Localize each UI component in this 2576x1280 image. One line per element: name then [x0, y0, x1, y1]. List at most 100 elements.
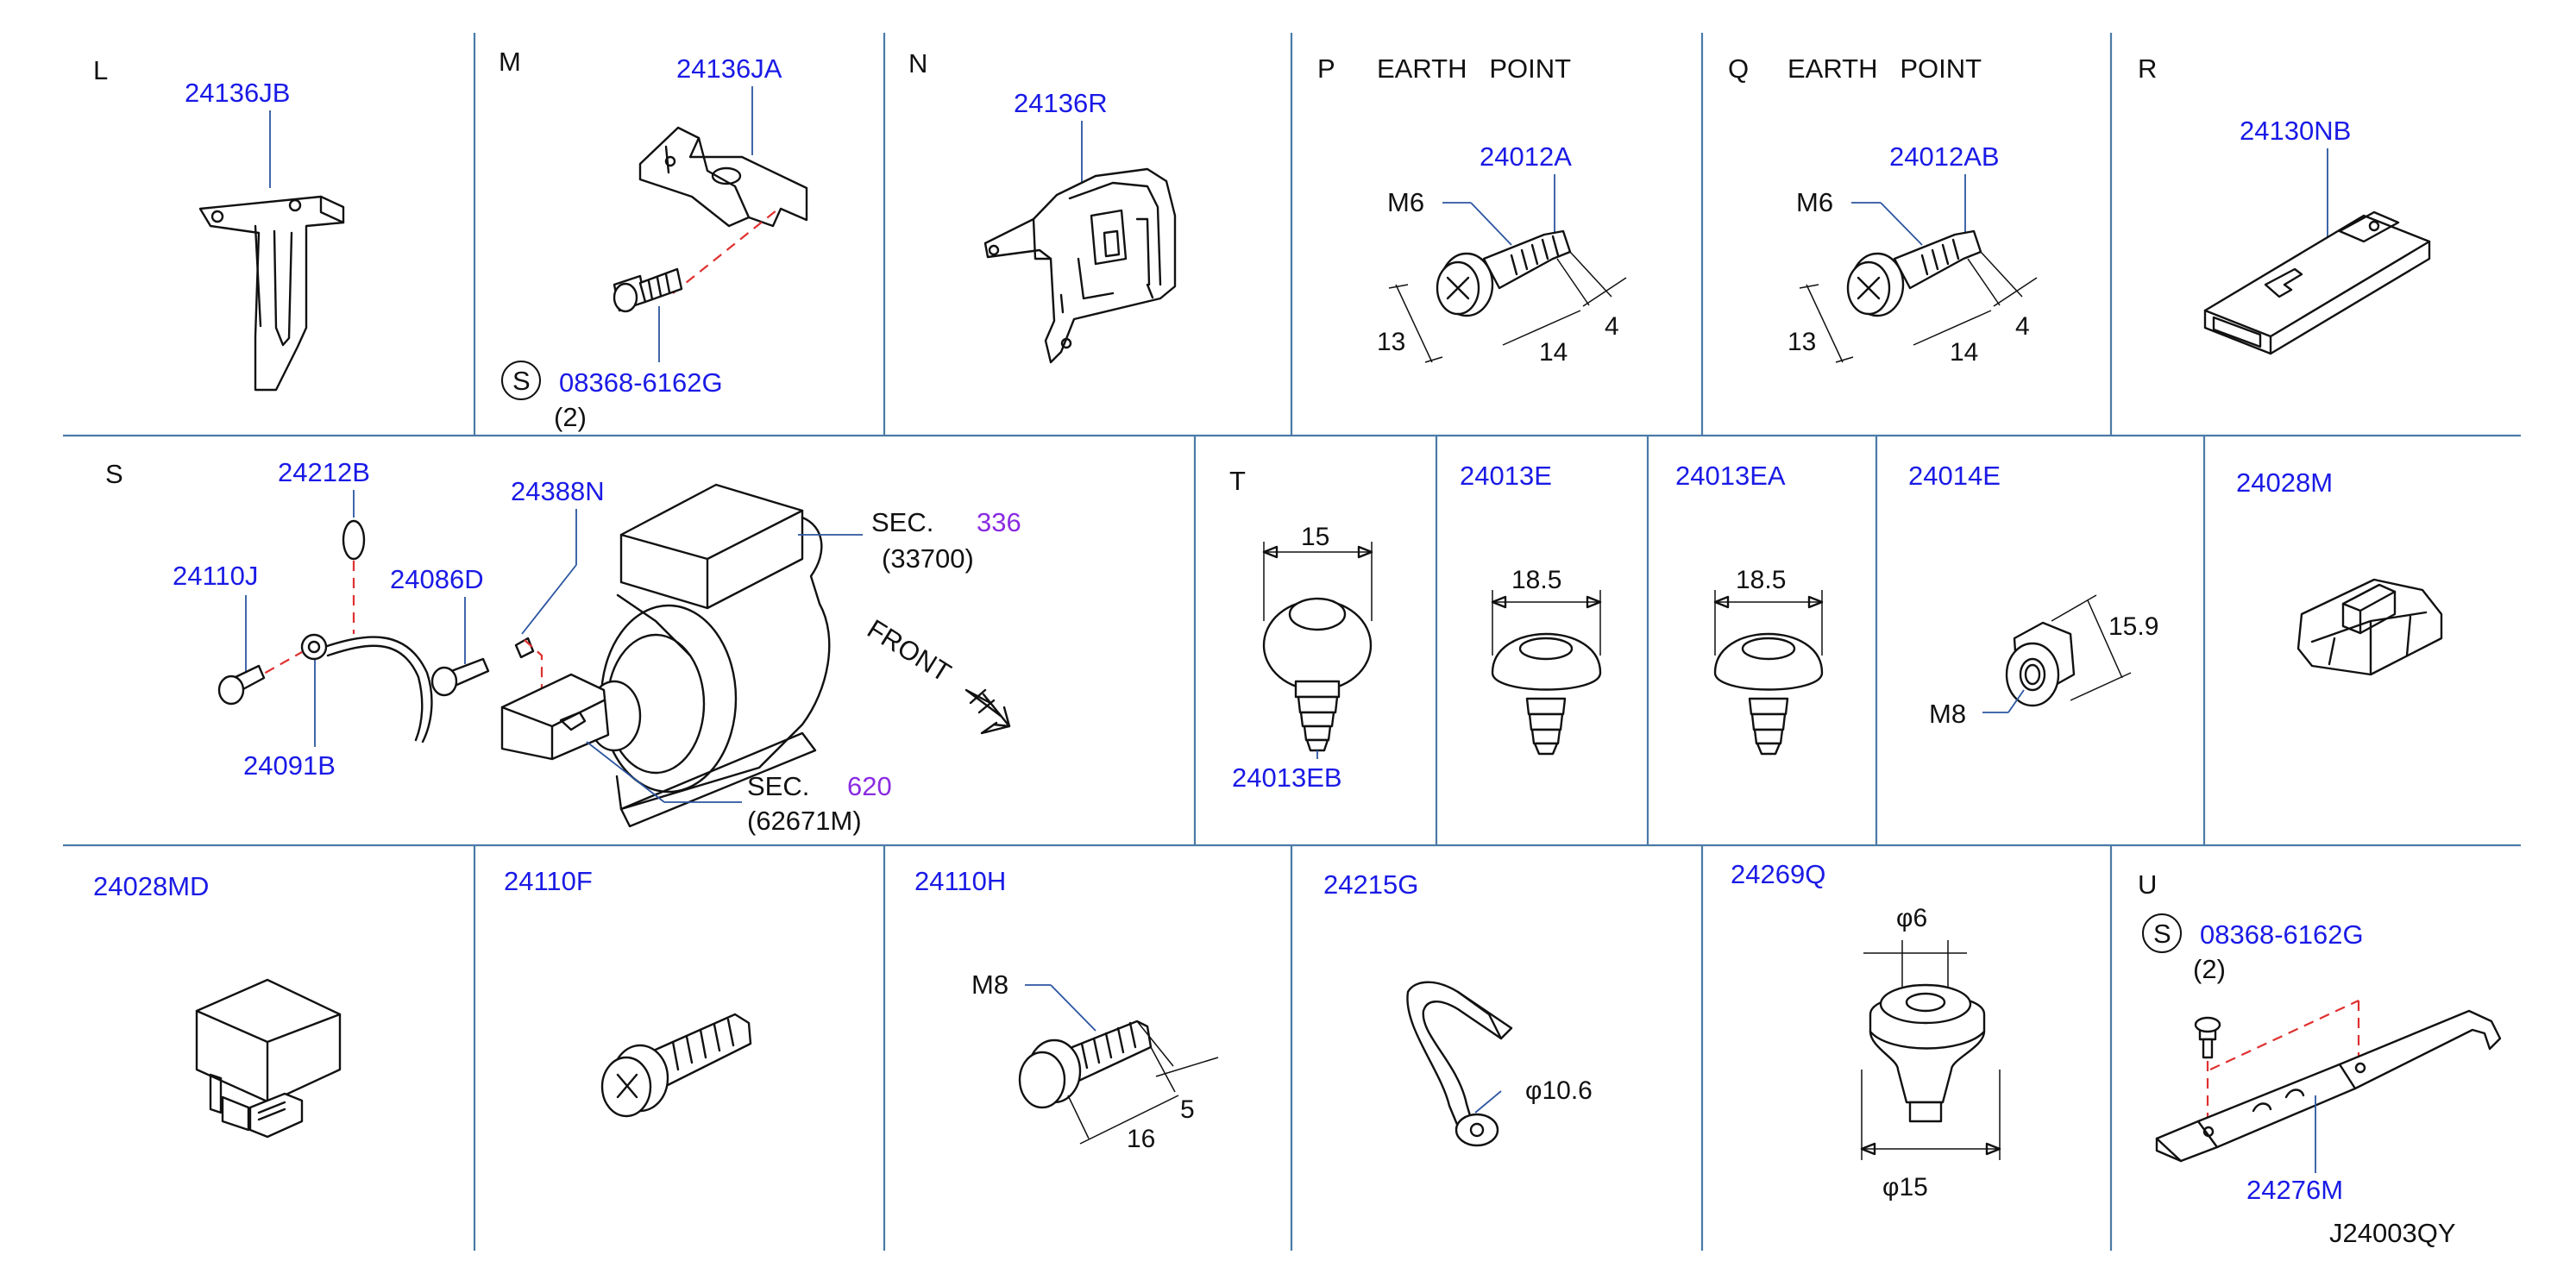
- alignment-line: [672, 206, 782, 294]
- part-number[interactable]: 24012AB: [1889, 141, 2000, 172]
- screw-drawing: [613, 267, 683, 313]
- cell-letter: P: [1317, 53, 1335, 84]
- standard-part-letter: S: [512, 366, 531, 396]
- dimension-marks: [2051, 594, 2132, 701]
- quantity: (2): [554, 402, 587, 432]
- cell-24028m: 24028M: [2236, 467, 2443, 676]
- front-arrow-icon: [964, 688, 1011, 735]
- leader-line: [521, 564, 577, 635]
- standard-part-letter: S: [2153, 919, 2171, 949]
- bolt-drawing: [1018, 1020, 1153, 1109]
- section-label: SEC.: [747, 771, 809, 801]
- screw-part-number[interactable]: 08368-6162G: [559, 367, 723, 398]
- protector-drawing: [2155, 1009, 2502, 1163]
- cell-24110f: 24110F: [504, 866, 752, 1118]
- leader-line: [1470, 202, 1512, 246]
- part-number[interactable]: 24013EB: [1232, 762, 1342, 793]
- dim-top: φ6: [1896, 904, 1927, 932]
- dimension-marks: [1799, 251, 2038, 363]
- section-code: (62671M): [747, 806, 862, 836]
- cell-letter: R: [2138, 53, 2157, 84]
- quantity: (2): [2193, 954, 2226, 984]
- part-number-clamp[interactable]: 24212B: [278, 457, 370, 487]
- cell-24014e: 24014E 15.9 M8: [1908, 461, 2158, 729]
- part-number-ring[interactable]: 24091B: [243, 750, 336, 781]
- cell-24215g: 24215G φ10.6: [1323, 869, 1593, 1147]
- cell-q: Q EARTH POINT 24012AB M6 13 14 4: [1728, 53, 2038, 367]
- part-number-bolt-left[interactable]: 24110J: [173, 561, 258, 591]
- thread-size: M6: [1387, 187, 1424, 217]
- section-number[interactable]: 620: [847, 771, 892, 801]
- harness-drawing: [217, 519, 543, 744]
- cell-r: R 24130NB: [2138, 53, 2431, 355]
- connector-drawing: [2203, 210, 2431, 355]
- part-number[interactable]: 24014E: [1908, 461, 2001, 491]
- section-label: SEC.: [871, 507, 933, 537]
- cell-24269q: 24269Q φ6 φ15: [1731, 859, 2001, 1202]
- grommet-drawing: [1869, 983, 1986, 1123]
- part-number[interactable]: 24012A: [1480, 141, 1572, 172]
- section-code: (33700): [882, 543, 974, 574]
- dimension-marks: [1860, 940, 2001, 1160]
- cell-24013e: 24013E 18.5: [1460, 461, 1602, 756]
- part-number[interactable]: 24136JB: [185, 78, 290, 108]
- dim-head: 13: [1787, 328, 1816, 356]
- bolt-drawing: [600, 1013, 752, 1118]
- part-number[interactable]: 24136R: [1014, 88, 1108, 118]
- part-number-connector[interactable]: 24388N: [511, 476, 605, 506]
- dimension-marks: [1067, 1020, 1219, 1145]
- thread-size: M8: [971, 969, 1008, 1000]
- part-number[interactable]: 24028M: [2236, 467, 2333, 498]
- part-number[interactable]: 24028MD: [93, 871, 209, 901]
- leader-line: [1880, 202, 1923, 246]
- dim-head: 13: [1377, 328, 1405, 356]
- clip-drawing: [2296, 578, 2443, 676]
- part-number[interactable]: 24276M: [2246, 1175, 2343, 1205]
- thread-size: M6: [1796, 187, 1833, 217]
- cell-letter: U: [2138, 869, 2157, 900]
- part-number[interactable]: 24269Q: [1731, 859, 1825, 889]
- cell-letter: M: [499, 47, 521, 77]
- part-number-bolt-right[interactable]: 24086D: [390, 564, 484, 594]
- section-number[interactable]: 336: [977, 507, 1021, 537]
- bracket-drawing: [983, 167, 1177, 364]
- cell-24110h: 24110H M8 16 5: [914, 866, 1219, 1153]
- screw-part-number[interactable]: 08368-6162G: [2200, 919, 2364, 950]
- dim-width: 18.5: [1736, 566, 1786, 594]
- bolt-drawing: [1846, 229, 1982, 317]
- dim-length: 14: [1539, 338, 1568, 367]
- part-number[interactable]: 24013EA: [1675, 461, 1786, 491]
- bracket-drawing: [198, 195, 345, 392]
- cell-letter: Q: [1728, 53, 1749, 84]
- cell-letter: N: [908, 48, 927, 78]
- dim-tip: 5: [1180, 1095, 1195, 1124]
- clip-drawing: [1491, 632, 1602, 756]
- dim-tip: 4: [2015, 312, 2030, 341]
- standard-part-marker: [2142, 913, 2182, 953]
- part-number[interactable]: 24013E: [1460, 461, 1552, 491]
- cell-s: S 24212B 24388N 24110J 24086D 24091B: [105, 457, 1021, 836]
- cell-24028md: 24028MD: [93, 871, 342, 1139]
- connector-drawing: [195, 978, 342, 1139]
- part-number[interactable]: 24110F: [504, 866, 593, 896]
- dim-width: 18.5: [1511, 566, 1561, 594]
- dim-size: 15.9: [2108, 612, 2158, 641]
- bracket-drawing: [638, 126, 808, 228]
- part-number[interactable]: 24215G: [1323, 869, 1418, 900]
- standard-part-marker: [501, 361, 541, 400]
- cell-letter: S: [105, 459, 123, 489]
- cell-24013ea: 24013EA 18.5: [1675, 461, 1824, 756]
- cell-p: P EARTH POINT 24012A M6 13 14 4: [1317, 53, 1627, 367]
- front-label: FRONT: [862, 613, 956, 687]
- leader-line: [1050, 984, 1096, 1032]
- dimension-marks: [1388, 251, 1627, 363]
- part-number[interactable]: 24110H: [914, 866, 1006, 896]
- cell-title: EARTH POINT: [1787, 53, 1982, 84]
- dim-width: 15: [1301, 523, 1329, 551]
- grid-lines: [63, 33, 2521, 1251]
- dim-bottom: φ15: [1882, 1173, 1928, 1202]
- dimension-marks: [1491, 590, 1602, 656]
- part-number[interactable]: 24136JA: [676, 53, 782, 84]
- part-number[interactable]: 24130NB: [2240, 116, 2351, 146]
